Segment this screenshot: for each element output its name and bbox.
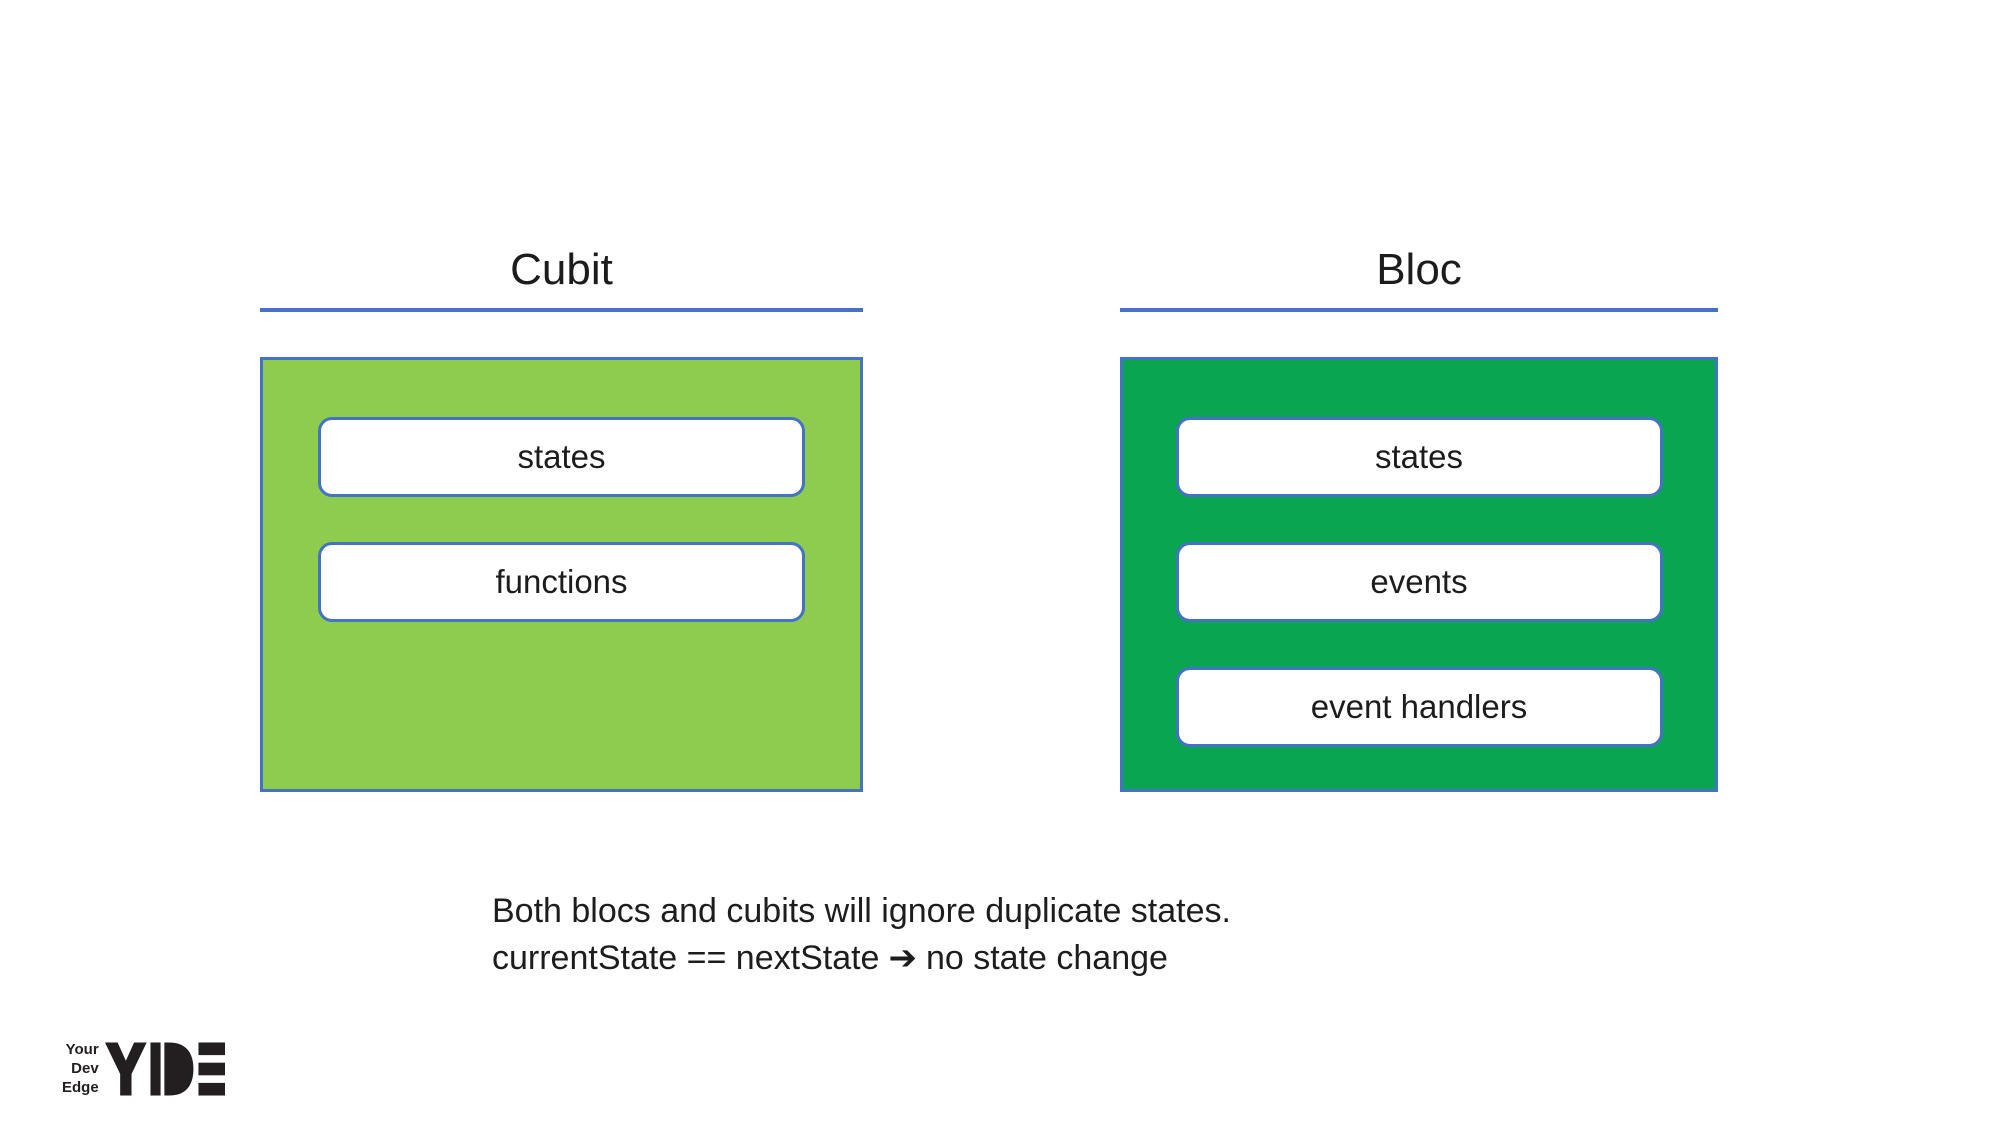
your-dev-edge-logo: Your Dev Edge [62,1040,225,1097]
bloc-title-underline [1120,308,1718,312]
caption: Both blocs and cubits will ignore duplic… [492,888,1231,982]
bloc-box: states events event handlers [1120,357,1718,792]
bloc-chip-states-label: states [1374,438,1464,475]
caption-line-2: currentState == nextState➔no state chang… [492,935,1231,982]
logo-word-dev: Dev [71,1060,99,1077]
cubit-chip-states: states [318,417,805,497]
cubit-chip-functions: functions [318,542,805,622]
cubit-title: Cubit [510,245,613,294]
cubit-box: states functions [260,357,863,792]
caption-line-1: Both blocs and cubits will ignore duplic… [492,892,1231,930]
bloc-chip-events: events [1175,542,1663,622]
bloc-chip-event-handlers-label: event handlers [1310,688,1528,725]
cubit-title-underline [260,308,863,312]
cubit-panel: Cubit states functions [260,246,863,792]
yde-logo-icon [104,1041,225,1096]
bloc-chip-states: states [1175,417,1663,497]
bloc-chip-event-handlers: event handlers [1175,667,1663,747]
caption-line-2-after: no state change [925,939,1168,977]
cubit-chip-functions-label: functions [495,563,628,600]
bloc-title: Bloc [1376,245,1462,294]
bloc-panel: Bloc states events event handlers [1120,246,1718,792]
logo-wordmark: Your Dev Edge [62,1040,99,1097]
logo-word-your: Your [65,1041,99,1058]
bloc-chip-events-label: events [1370,563,1468,600]
logo-word-edge: Edge [62,1079,99,1096]
caption-line-2-before: currentState == nextState [492,939,880,977]
right-arrow-icon: ➔ [888,938,917,978]
cubit-chip-states-label: states [517,438,606,475]
